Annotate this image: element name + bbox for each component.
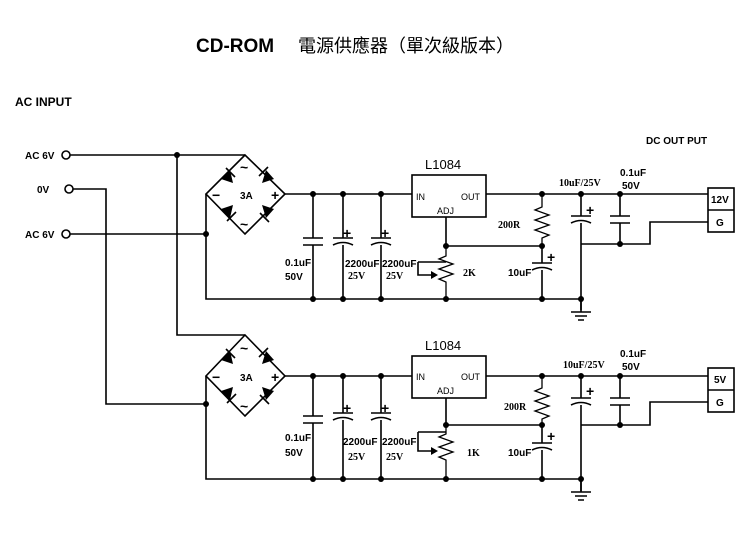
cap-top-c2-plus: + [343,225,351,241]
cap-top-c3-plus: + [381,225,389,241]
cap-top-adj-plus: + [547,249,555,265]
pot-top-value: 2K [463,268,476,279]
cap-bottom-c3-plus: + [381,400,389,416]
title-subtitle: 電源供應器（單次級版本） [298,35,514,57]
bridge-bottom-plus: + [271,369,279,385]
cap-top-c3-voltage: 25V [386,271,404,282]
cap-bottom-c3-value: 2200uF [382,437,416,448]
ac-terminal-1 [61,150,71,160]
ac-line-1-branch [176,155,245,336]
regulator-top-pin-out: OUT [461,192,481,202]
resistor-bottom-value: 200R [504,402,527,413]
bridge-rectifier-top [204,153,287,236]
cap-bottom-c2-voltage: 25V [348,452,366,463]
resistor-bottom-200r [533,376,551,425]
bottom-ground-bus [205,376,580,480]
top-ground-bus [205,194,580,300]
output-5v-label: 5V [714,375,727,386]
bottom-adj-line [445,398,542,426]
cap-top-c1-value: 0.1uF [285,258,311,269]
bottom-output-ground [581,401,708,426]
neutral-line [73,188,206,405]
cap-top-c2-voltage: 25V [348,271,366,282]
potentiometer-top [417,246,455,299]
capacitor-bottom-c1 [303,376,323,479]
ac-input-header: AC INPUT [15,95,72,109]
regulator-bottom-pin-out: OUT [461,372,481,382]
ac-terminal-label-3: AC 6V [25,230,55,241]
cap-bottom-c2-plus: + [343,400,351,416]
regulator-bottom-pin-in: IN [416,372,425,382]
cap-bottom-c1-value: 0.1uF [285,433,311,444]
capacitor-top-out2 [610,194,630,244]
regulator-bottom-pin-adj: ADJ [437,386,454,396]
capacitor-bottom-c3 [370,376,392,479]
regulator-bottom [411,355,487,399]
cap-bottom-out1-value: 10uF/25V [563,360,605,371]
capacitor-bottom-c2 [332,376,354,479]
cap-bottom-out1-plus: + [586,383,594,399]
output-12v-ground-label: G [716,218,724,229]
cap-bottom-c1-voltage: 50V [285,448,303,459]
bridge-top-minus: − [212,187,220,203]
ground-symbol-bottom [571,479,591,501]
bridge-rectifier-bottom [204,333,287,418]
top-output-ground [581,221,708,245]
ground-symbol-top [571,299,591,321]
capacitor-top-adj [531,246,553,299]
top-adj-line [445,217,542,247]
cap-top-adj-value: 10uF [508,268,531,279]
regulator-top-pin-in: IN [416,192,425,202]
capacitor-top-c2 [332,194,354,299]
cap-bottom-c3-voltage: 25V [386,452,404,463]
bridge-bottom-ac-symbol-2: ~ [240,398,248,414]
potentiometer-bottom [417,425,455,479]
cap-top-c2-value: 2200uF [345,259,379,270]
capacitor-bottom-out2 [610,376,630,425]
cap-bottom-adj-value: 10uF [508,448,531,459]
output-12v-label: 12V [711,195,729,206]
cap-top-c1-voltage: 50V [285,272,303,283]
bridge-bottom-rating: 3A [240,373,253,384]
regulator-top-pin-adj: ADJ [437,206,454,216]
regulator-bottom-name: L1084 [425,338,461,353]
bridge-top-plus: + [271,187,279,203]
bridge-bottom-ac-symbol: ~ [240,340,248,356]
bridge-top-rating: 3A [240,191,253,202]
bridge-bottom-minus: − [212,369,220,385]
ac-terminal-label-1: AC 6V [25,151,55,162]
cap-top-out2-voltage: 50V [622,181,640,192]
bridge-top-ac-symbol: ~ [240,159,248,175]
resistor-top-200r [533,194,551,246]
cap-top-out1-plus: + [586,202,594,218]
capacitor-top-out1 [570,194,592,310]
ac-terminal-2 [64,184,74,194]
cap-bottom-out2-value: 0.1uF [620,349,646,360]
cap-top-out1-value: 10uF/25V [559,178,601,189]
capacitor-top-c1 [303,194,323,299]
junction [174,152,180,158]
title-main: CD-ROM [196,36,274,57]
ac-terminal-3 [61,229,71,239]
output-5v-ground-label: G [716,398,724,409]
ac-terminal-label-2: 0V [37,185,50,196]
cap-bottom-adj-plus: + [547,428,555,444]
cap-top-out2-value: 0.1uF [620,168,646,179]
capacitor-bottom-adj [531,425,553,479]
pot-bottom-value: 1K [467,448,480,459]
dc-output-header: DC OUT PUT [646,136,707,147]
capacitor-bottom-out1 [570,376,592,491]
capacitor-top-c3 [370,194,392,299]
bridge-top-ac-symbol-2: ~ [240,216,248,232]
cap-top-c3-value: 2200uF [382,259,416,270]
cap-bottom-c2-value: 2200uF [343,437,377,448]
cap-bottom-out2-voltage: 50V [622,362,640,373]
regulator-top-name: L1084 [425,157,461,172]
resistor-top-value: 200R [498,220,521,231]
regulator-top [411,174,487,218]
